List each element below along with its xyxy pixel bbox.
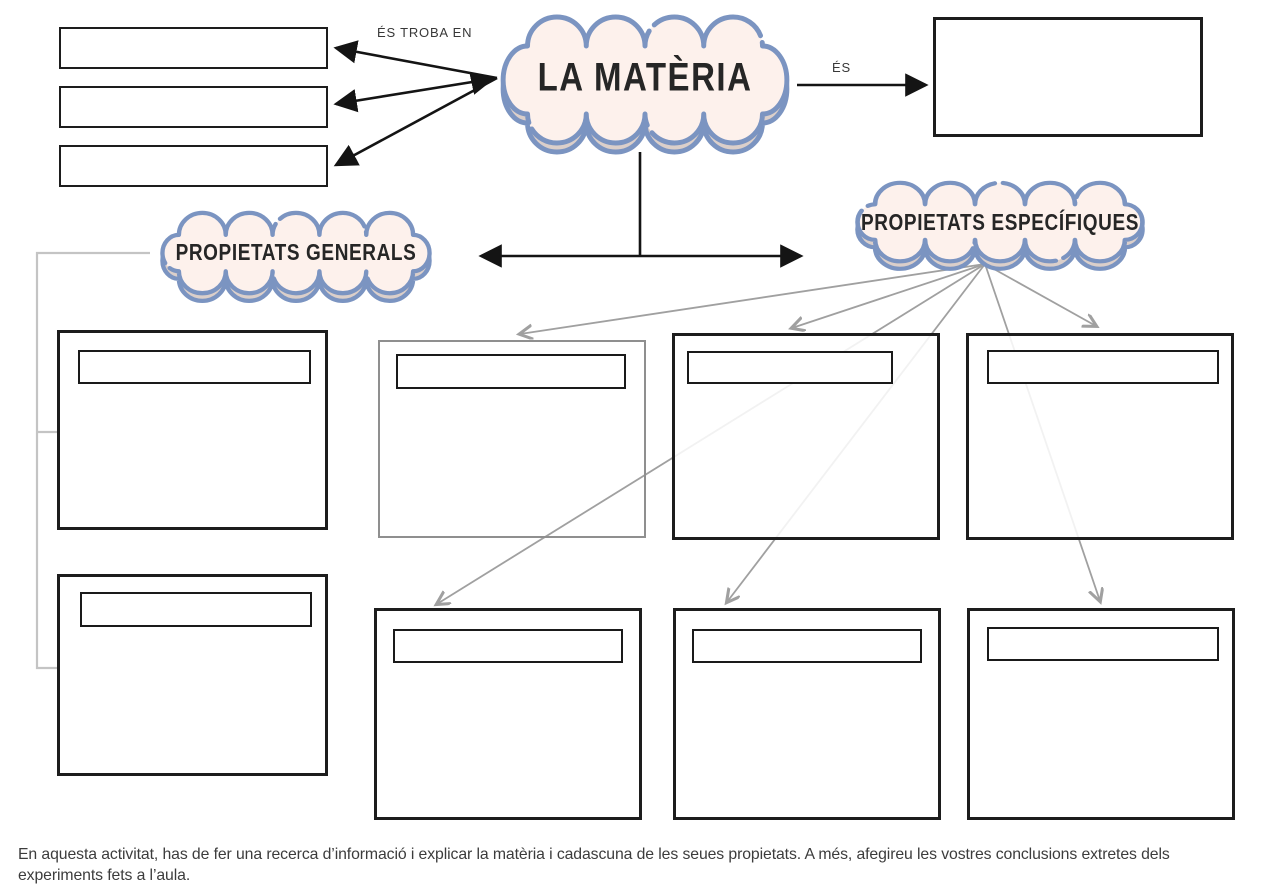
especifiques-box-r2c2-title-field[interactable] bbox=[692, 629, 922, 663]
found-in-edge-label: ÉS TROBA EN bbox=[377, 25, 473, 40]
found-in-box-1[interactable] bbox=[59, 27, 328, 69]
especifiques-box-r1c3[interactable] bbox=[966, 333, 1234, 540]
generals-box-1[interactable] bbox=[57, 330, 328, 530]
cloud-shape bbox=[500, 14, 790, 155]
especifiques-box-r2c2[interactable] bbox=[673, 608, 941, 820]
especifiques-box-r2c3[interactable] bbox=[967, 608, 1235, 820]
generals-box-2-title-field[interactable] bbox=[80, 592, 312, 627]
found-in-box-2[interactable] bbox=[59, 86, 328, 128]
especifiques-box-r1c3-title-field[interactable] bbox=[987, 350, 1219, 384]
cloud-la-materia: LA MATÈRIA bbox=[492, 8, 798, 155]
cloud-propietats-especifiques: PROPIETATS ESPECÍFIQUES bbox=[840, 180, 1160, 271]
especifiques-box-r2c1[interactable] bbox=[374, 608, 642, 820]
especifiques-node-label: PROPIETATS ESPECÍFIQUES bbox=[860, 210, 1140, 237]
category-branch bbox=[478, 152, 804, 268]
generals-box-1-title-field[interactable] bbox=[78, 350, 311, 384]
is-definition-box[interactable] bbox=[933, 17, 1203, 137]
especifiques-box-r2c1-title-field[interactable] bbox=[393, 629, 623, 663]
found-in-arrows bbox=[333, 40, 498, 167]
especifiques-box-r1c1-title-field[interactable] bbox=[396, 354, 626, 389]
generals-box-2[interactable] bbox=[57, 574, 328, 776]
especifiques-box-r1c2-title-field[interactable] bbox=[687, 351, 893, 384]
main-node-label: LA MATÈRIA bbox=[537, 53, 753, 99]
is-edge-label: ÉS bbox=[832, 60, 851, 75]
found-in-box-3[interactable] bbox=[59, 145, 328, 187]
activity-instructions: En aquesta activitat, has de fer una rec… bbox=[18, 846, 1170, 884]
cloud-propietats-generals: PROPIETATS GENERALS bbox=[146, 210, 446, 303]
cloud-shape bbox=[855, 180, 1145, 271]
cloud-shape bbox=[160, 210, 432, 303]
especifiques-box-r2c3-title-field[interactable] bbox=[987, 627, 1219, 661]
generals-node-label: PROPIETATS GENERALS bbox=[175, 240, 417, 267]
especifiques-box-r1c2[interactable] bbox=[672, 333, 940, 540]
especifiques-box-r1c1[interactable] bbox=[378, 340, 646, 538]
